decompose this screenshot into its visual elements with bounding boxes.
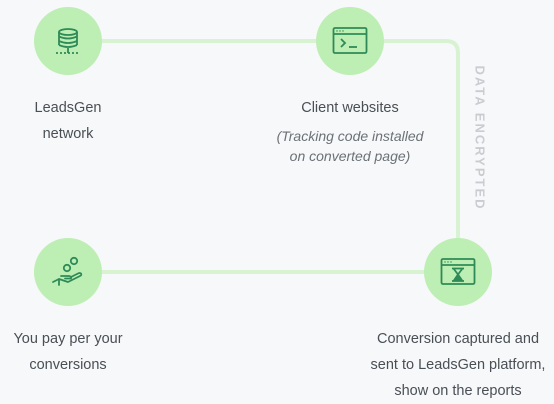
connector-websites-to-conversion xyxy=(384,39,460,238)
network-label-line-2: network xyxy=(42,126,94,142)
payment-label-line-1: You pay per your xyxy=(13,331,123,347)
payment-label-line-2: conversions xyxy=(29,357,107,373)
browser-hourglass-icon xyxy=(440,258,476,285)
websites-note: (Tracking code installed on converted pa… xyxy=(249,126,451,166)
conversion-label-line-3: show on the reports xyxy=(394,383,522,399)
database-icon xyxy=(56,28,80,54)
network-node xyxy=(34,7,102,75)
network-label: LeadsGen network xyxy=(17,95,119,147)
websites-label: Client websites xyxy=(301,100,399,116)
websites-note-line-2: on converted page) xyxy=(289,148,411,164)
network-label-line-1: LeadsGen xyxy=(34,100,102,116)
websites-node xyxy=(316,7,384,75)
conversion-label: Conversion captured and sent to LeadsGen… xyxy=(358,326,554,404)
websites-note-line-1: (Tracking code installed xyxy=(276,128,424,144)
payment-node xyxy=(34,238,102,306)
conversion-label-line-1: Conversion captured and xyxy=(376,331,540,347)
payment-label: You pay per your conversions xyxy=(0,326,136,378)
browser-terminal-icon xyxy=(332,27,368,54)
coins-in-hand-icon xyxy=(52,256,83,286)
data-encrypted-label: DATA ENCRYPTED xyxy=(472,65,488,211)
conversion-node xyxy=(424,238,492,306)
conversion-label-line-2: sent to LeadsGen platform, xyxy=(370,357,546,373)
